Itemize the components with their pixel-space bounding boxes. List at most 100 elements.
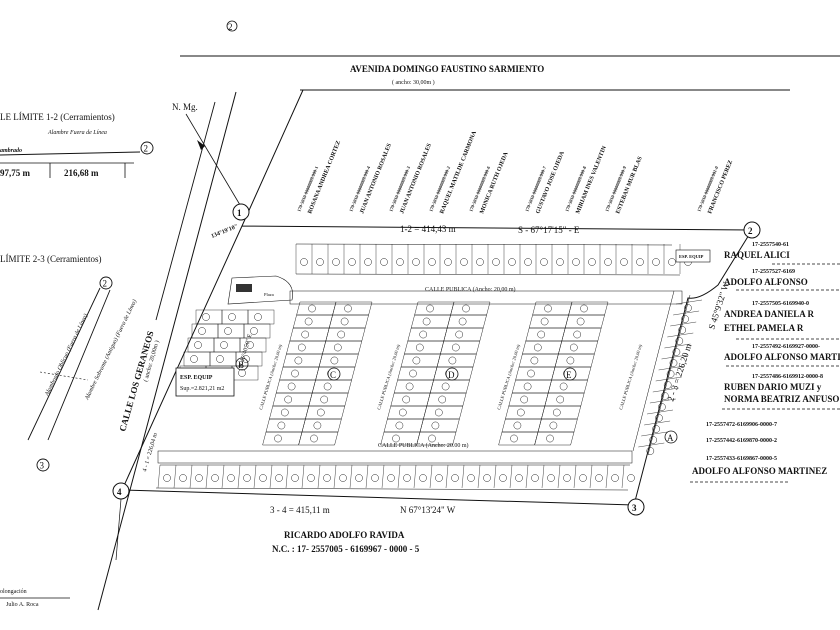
- lot-marker: [348, 258, 356, 266]
- block-c: C: [327, 367, 341, 381]
- lot-line: [253, 464, 257, 489]
- lot-cell: [328, 314, 369, 329]
- lot-marker: [533, 343, 542, 352]
- lot-marker: [620, 258, 628, 266]
- north-label: N. Mg.: [172, 102, 198, 112]
- lot-cell: [301, 418, 342, 433]
- lot-marker: [458, 317, 467, 326]
- lot-line: [573, 464, 577, 489]
- lot-marker: [250, 327, 258, 335]
- lot-marker: [515, 474, 523, 482]
- lot-marker: [243, 474, 251, 482]
- lot-marker: [636, 258, 644, 266]
- lot-marker: [547, 474, 555, 482]
- lot-marker: [556, 258, 564, 266]
- avenue: AVENIDA DOMINGO FAUSTINO SARMIENTO ( anc…: [180, 55, 840, 91]
- lot-marker: [395, 421, 404, 430]
- lot-line: [675, 299, 703, 305]
- lot-cell: [322, 340, 363, 355]
- lot-line: [221, 464, 225, 489]
- lot-line: [655, 376, 682, 382]
- calle-publica-v3: CALLE PUBLICA (Ancho: 20,00 m): [496, 343, 522, 410]
- lot-marker: [355, 474, 363, 482]
- lot-cell: [387, 405, 428, 420]
- avenue-width: ( ancho: 30,00m ): [392, 79, 435, 86]
- block-c-label: C: [330, 370, 336, 380]
- owner-right-name: ADOLFO ALFONSO MARTINEZ: [692, 466, 827, 476]
- roca: Julio A. Roca: [6, 602, 39, 608]
- lot-marker: [340, 317, 349, 326]
- lot-marker: [524, 258, 532, 266]
- block-e-label: E: [566, 370, 572, 380]
- top-mark: 2: [226, 20, 238, 32]
- calle-publica-top: CALLE PUBLICA (Ancho: 20,00 m): [425, 286, 516, 293]
- block-a: A: [664, 430, 678, 444]
- lot-line: [365, 464, 369, 489]
- lot-line: [649, 398, 676, 404]
- lot-cell: [410, 314, 451, 329]
- lot-marker: [287, 382, 296, 391]
- lot-marker: [460, 258, 468, 266]
- lot-marker: [284, 395, 293, 404]
- lot-cell: [423, 405, 464, 420]
- owner-right-nc: 17-2557540-61: [752, 242, 789, 248]
- lot-marker: [277, 421, 286, 430]
- lot-line: [445, 464, 449, 489]
- lot-line: [381, 464, 385, 489]
- lot-marker: [195, 474, 203, 482]
- lot-marker: [291, 369, 299, 378]
- lot-line: [644, 420, 671, 426]
- lot-marker: [672, 348, 681, 356]
- lot-line: [295, 273, 681, 276]
- lot-line: [673, 310, 700, 316]
- lot-marker: [499, 474, 507, 482]
- lot-cell: [247, 309, 275, 325]
- block-a-label: A: [667, 433, 674, 443]
- lot-cell: [505, 405, 546, 420]
- lot-line: [295, 243, 673, 246]
- lot-marker: [556, 395, 565, 404]
- lot-line: [621, 464, 625, 489]
- owner-right-nc: 17-2557442-6169870-0000-2: [706, 438, 777, 444]
- lot-marker: [573, 330, 582, 339]
- lot-line: [477, 464, 481, 489]
- limit23-marker-2: 2: [103, 279, 108, 289]
- wire-label: Alambre Fuera de Línea: [47, 130, 107, 136]
- lot-marker: [419, 474, 427, 482]
- lot-cell: [195, 309, 223, 325]
- lot-marker: [513, 421, 522, 430]
- lot-marker: [531, 474, 539, 482]
- lot-marker: [330, 356, 339, 365]
- lot-marker: [190, 355, 198, 363]
- lot-marker: [510, 434, 518, 443]
- lot-marker: [579, 474, 587, 482]
- lot-marker: [320, 395, 329, 404]
- lot-marker: [310, 434, 318, 443]
- lot-marker: [211, 474, 219, 482]
- limit23-panel: LÍMITE 2-3 (Cerramientos) 2 Alambrado Ob…: [0, 254, 138, 608]
- lot-marker: [537, 330, 546, 339]
- lot-marker: [655, 414, 663, 422]
- lot-marker: [344, 304, 352, 313]
- lot-marker: [402, 395, 411, 404]
- lot-line: [509, 464, 513, 489]
- lot-marker: [300, 258, 308, 266]
- owner-right-nc: 17-2557505-6169940-0: [752, 301, 809, 307]
- lot-line: [205, 464, 209, 489]
- lot-marker: [308, 304, 316, 313]
- lot-cell: [561, 327, 602, 342]
- lot-marker: [431, 421, 440, 430]
- lot-marker: [572, 258, 580, 266]
- lot-line: [237, 464, 241, 489]
- block-b-label: B: [238, 360, 244, 370]
- owner-right-name: RUBEN DARIO MUZI y: [724, 382, 822, 392]
- lot-cell: [518, 353, 559, 368]
- lot-cell: [209, 351, 237, 367]
- lot-cell: [508, 392, 549, 407]
- lot-cell: [537, 418, 578, 433]
- lot-marker: [227, 474, 235, 482]
- equip-b-area: Sup.=2.821,21 m2: [180, 386, 224, 392]
- lot-line: [413, 464, 417, 489]
- lot-marker: [476, 258, 484, 266]
